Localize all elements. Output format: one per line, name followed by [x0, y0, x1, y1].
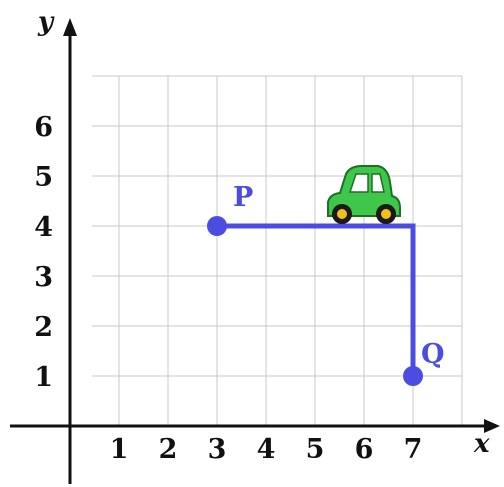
y-axis-label: y — [37, 7, 55, 37]
route-path — [217, 223, 416, 376]
point-q — [403, 366, 423, 386]
x-axis-label: x — [473, 429, 490, 459]
y-axis-arrowhead — [63, 18, 77, 36]
y-tick-label: 6 — [34, 112, 53, 143]
y-tick-label: 3 — [34, 262, 53, 293]
car-wheel-hub — [337, 209, 347, 219]
grid — [92, 75, 463, 426]
y-tick-label: 4 — [34, 212, 53, 243]
x-axis-arrowhead — [484, 419, 500, 433]
points: PQ — [207, 182, 445, 386]
x-tick-label: 2 — [159, 434, 178, 465]
y-tick-label: 2 — [34, 312, 53, 343]
axes: x y — [10, 7, 500, 484]
point-p — [207, 216, 227, 236]
x-tick-label: 1 — [110, 434, 129, 465]
y-tick-label: 1 — [34, 362, 53, 393]
x-tick-label: 5 — [306, 434, 325, 465]
x-tick-label: 3 — [208, 434, 227, 465]
car-icon — [327, 165, 401, 224]
x-tick-label: 7 — [404, 434, 423, 465]
route-line — [217, 223, 416, 376]
x-tick-label: 6 — [355, 434, 374, 465]
point-p-label: P — [233, 182, 253, 213]
point-q-label: Q — [421, 339, 445, 370]
y-tick-label: 5 — [34, 162, 53, 193]
car-window-rear — [371, 173, 385, 193]
car-window-front — [348, 173, 369, 193]
car-wheel-hub — [381, 209, 391, 219]
x-tick-label: 4 — [257, 434, 276, 465]
